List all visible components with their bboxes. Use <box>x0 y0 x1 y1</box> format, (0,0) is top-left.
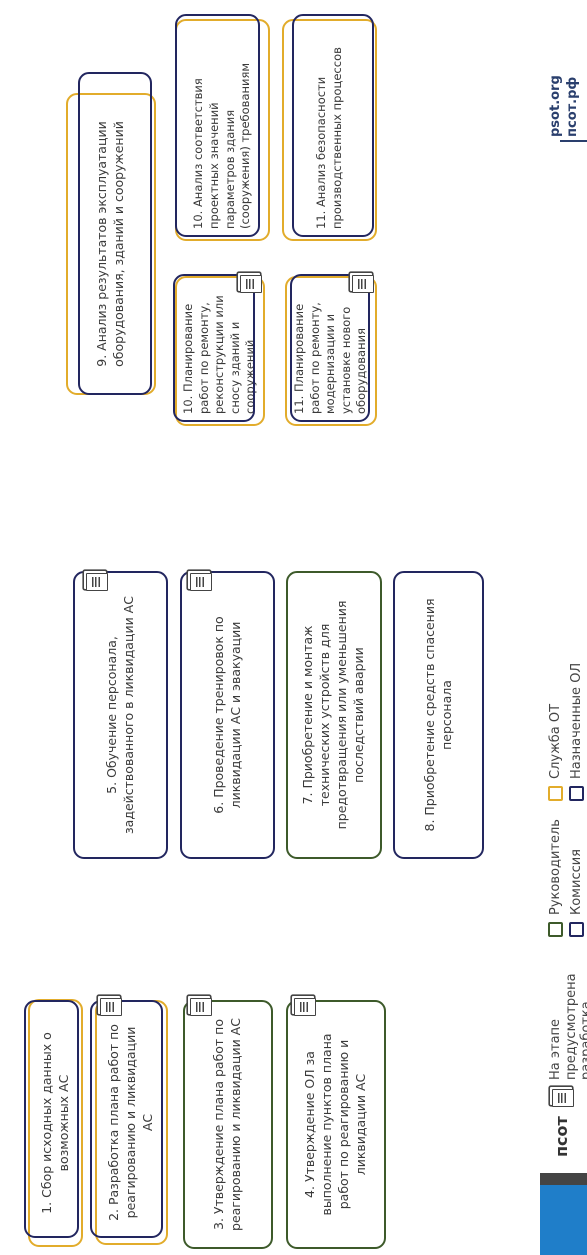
step-6-box: 6. Проведение тренировок по ликвидации А… <box>180 571 275 859</box>
document-icon <box>352 275 374 293</box>
legend-ot-service: Служба ОТ <box>548 703 563 779</box>
brand-bar <box>540 1185 587 1255</box>
legend-swatch-appointed <box>569 786 584 801</box>
brand-bar-accent <box>540 1173 587 1185</box>
step-6-text: 6. Проведение тренировок по ликвидации А… <box>210 616 243 814</box>
step-7-text: 7. Приобретение и монтаж технических уст… <box>300 600 366 830</box>
document-icon <box>190 998 212 1016</box>
step-4-box: 4. Утверждение ОЛ за выполнение пунктов … <box>286 1000 386 1249</box>
step-11-analysis-outline <box>292 14 374 237</box>
step-9-outline <box>78 72 152 395</box>
legend-swatch-ot-service <box>548 786 563 801</box>
document-icon <box>240 275 262 293</box>
step-3-box: 3. Утверждение плана работ по реагирован… <box>183 1000 273 1249</box>
document-icon <box>86 573 108 591</box>
legend-swatch-commission <box>569 922 584 937</box>
document-icon <box>100 998 122 1016</box>
psot-logo: псот <box>552 1116 571 1157</box>
step-3-text: 3. Утверждение плана работ по реагирован… <box>211 1018 243 1231</box>
step-10-analysis-outline <box>175 14 260 237</box>
step-8-box: 8. Приобретение средств спасения персона… <box>393 571 484 859</box>
document-icon <box>294 998 316 1016</box>
step-7-box: 7. Приобретение и монтаж технических уст… <box>286 571 382 859</box>
document-icon <box>190 573 212 591</box>
step-1-outline <box>24 1000 79 1238</box>
legend-document-note: На этапе предусмотрена разработка докуме… <box>548 950 587 1080</box>
step-4-text: 4. Утверждение ОЛ за выполнение пунктов … <box>302 1033 368 1216</box>
step-11-planning-outline <box>290 274 370 422</box>
site-psot-rf[interactable]: псот.рф <box>565 76 580 137</box>
step-2-outline <box>90 1000 163 1238</box>
legend-document-note-text: На этапе предусмотрена разработка докуме… <box>548 973 587 1080</box>
legend-document-icon <box>552 1089 574 1107</box>
legend-manager: Руководитель <box>548 819 563 915</box>
legend-commission: Комиссия <box>569 848 584 915</box>
footer-divider <box>560 140 587 142</box>
legend-swatch-manager <box>548 922 563 937</box>
step-10-planning-outline <box>173 274 255 422</box>
site-psot-org[interactable]: psot.org <box>548 75 563 137</box>
step-5-box: 5. Обучение персонала, задействованного … <box>73 571 168 859</box>
step-5-text: 5. Обучение персонала, задействованного … <box>103 596 136 834</box>
step-8-text: 8. Приобретение средств спасения персона… <box>421 598 454 832</box>
legend-appointed: Назначенные ОЛ <box>569 662 584 779</box>
